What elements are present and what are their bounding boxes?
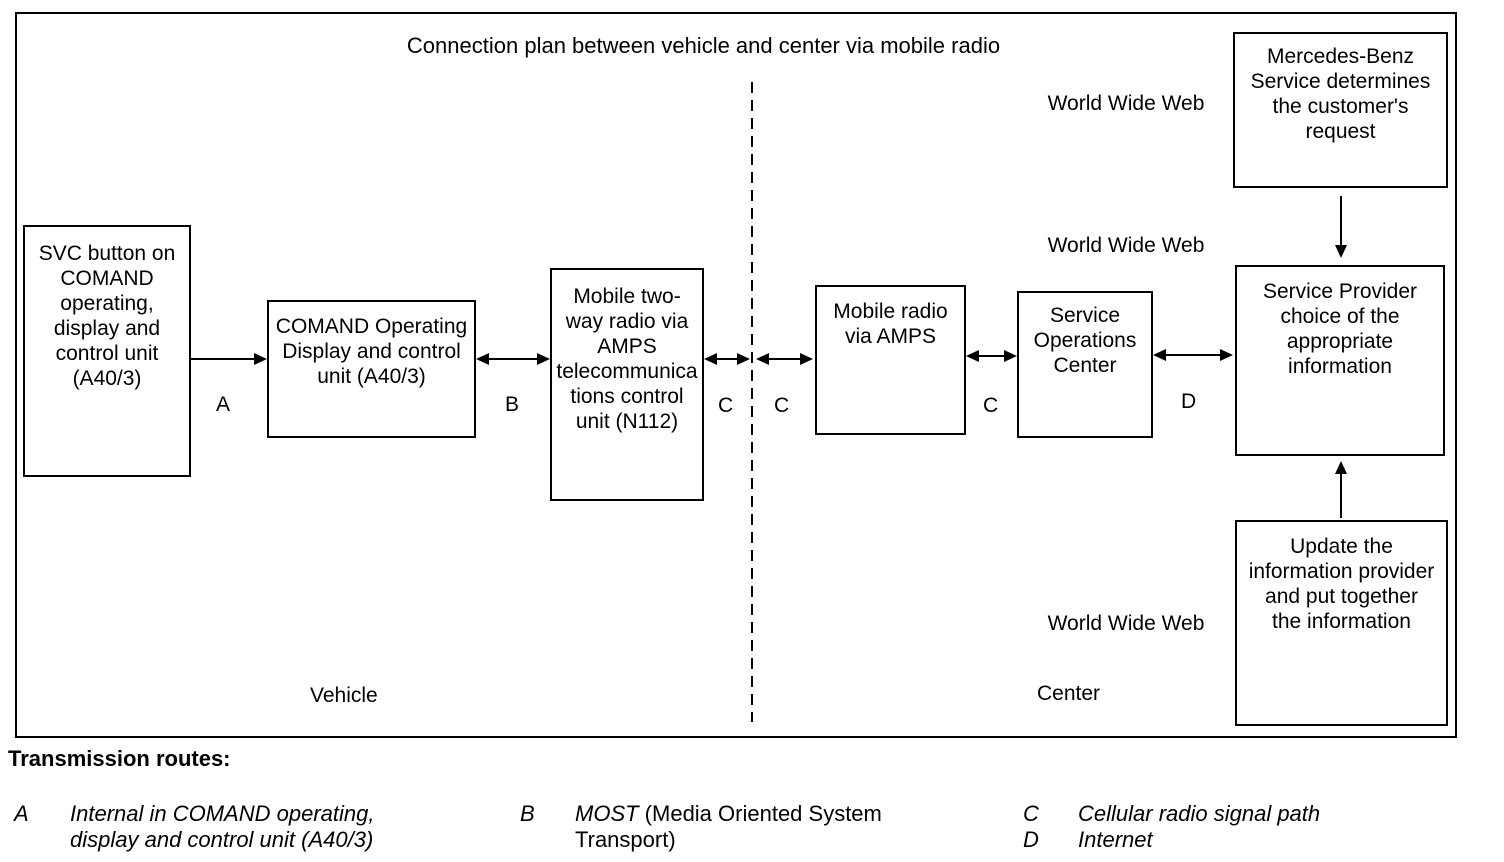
legend-text-d-italic: Internet	[1078, 827, 1153, 852]
arrow-head-right-icon	[254, 353, 267, 365]
arrow-c-vehicle-double	[704, 352, 750, 366]
arrow-shaft	[1340, 472, 1342, 518]
box-service-provider: Service Provider choice of the appropria…	[1235, 265, 1445, 456]
route-letter-c-amps: C	[983, 394, 999, 417]
arrow-head-right-icon	[1220, 349, 1233, 361]
box-mobile-radio-amps: Mobile radio via AMPS	[815, 285, 966, 435]
arrow-head-right-icon	[537, 353, 550, 365]
arrow-down-mb-to-provider	[1334, 196, 1348, 258]
region-label-center: Center	[1037, 682, 1101, 705]
route-letter-b: B	[505, 393, 520, 416]
arrow-c-amps-double	[966, 349, 1017, 363]
diagram-title: Connection plan between vehicle and cent…	[406, 33, 1001, 58]
box-svc-button: SVC button on COMAND operating, display …	[23, 225, 191, 477]
arrow-a-right	[191, 352, 267, 366]
legend-heading: Transmission routes:	[8, 746, 231, 771]
arrow-shaft	[767, 358, 802, 360]
route-letter-c-center: C	[774, 394, 790, 417]
arrow-head-down-icon	[1335, 245, 1347, 258]
arrow-shaft	[1164, 354, 1222, 356]
arrow-shaft	[977, 355, 1006, 357]
legend-letter-b: B	[520, 801, 535, 826]
arrow-d-double	[1153, 348, 1233, 362]
arrow-head-right-icon	[1004, 350, 1017, 362]
legend-text-b-regular: (Media Oriented System Transport)	[575, 801, 882, 852]
legend-letter-d: D	[1023, 827, 1039, 852]
www-label-top: World Wide Web	[1047, 92, 1205, 115]
legend-text-b: MOST (Media Oriented System Transport)	[575, 801, 935, 853]
arrow-head-left-icon	[966, 350, 979, 362]
legend-text-c: Cellular radio signal path	[1078, 801, 1438, 827]
arrow-head-right-icon	[800, 353, 813, 365]
arrow-shaft	[191, 358, 256, 360]
legend-text-c-italic: Cellular radio signal path	[1078, 801, 1321, 826]
arrow-head-left-icon	[1153, 349, 1166, 361]
box-service-operations-center: Service Operations Center	[1017, 291, 1153, 438]
legend-letter-c: C	[1023, 801, 1039, 826]
route-letter-a: A	[216, 393, 231, 416]
box-comand-unit: COMAND Operating Display and control uni…	[267, 300, 476, 438]
legend-text-b-italic: MOST	[575, 801, 639, 826]
arrow-head-left-icon	[476, 353, 489, 365]
arrow-b-double	[476, 352, 550, 366]
arrow-up-update-to-provider	[1334, 461, 1348, 518]
arrow-head-right-icon	[737, 353, 750, 365]
route-letter-c-vehicle: C	[718, 394, 734, 417]
arrow-c-center-double	[756, 352, 813, 366]
route-letter-d: D	[1181, 390, 1197, 413]
box-mercedes-benz-service: Mercedes-Benz Service determines the cus…	[1233, 32, 1448, 188]
box-update-information: Update the information provider and put …	[1235, 520, 1448, 726]
arrow-shaft	[1340, 196, 1342, 247]
legend-text-a-italic: Internal in COMAND operating, display an…	[70, 801, 375, 852]
vehicle-center-divider-dashed-line	[751, 82, 753, 722]
arrow-head-up-icon	[1335, 461, 1347, 474]
box-mobile-two-way-radio: Mobile two- way radio via AMPS telecommu…	[550, 268, 704, 501]
arrow-head-left-icon	[756, 353, 769, 365]
region-label-vehicle: Vehicle	[310, 684, 378, 707]
arrow-shaft	[715, 358, 739, 360]
legend-text-d: Internet	[1078, 827, 1438, 853]
www-label-bottom: World Wide Web	[1047, 612, 1205, 635]
arrow-shaft	[487, 358, 539, 360]
legend-letter-a: A	[14, 801, 29, 826]
diagram-frame	[15, 12, 1457, 738]
www-label-middle: World Wide Web	[1047, 234, 1205, 257]
arrow-head-left-icon	[704, 353, 717, 365]
legend-text-a: Internal in COMAND operating, display an…	[70, 801, 430, 853]
